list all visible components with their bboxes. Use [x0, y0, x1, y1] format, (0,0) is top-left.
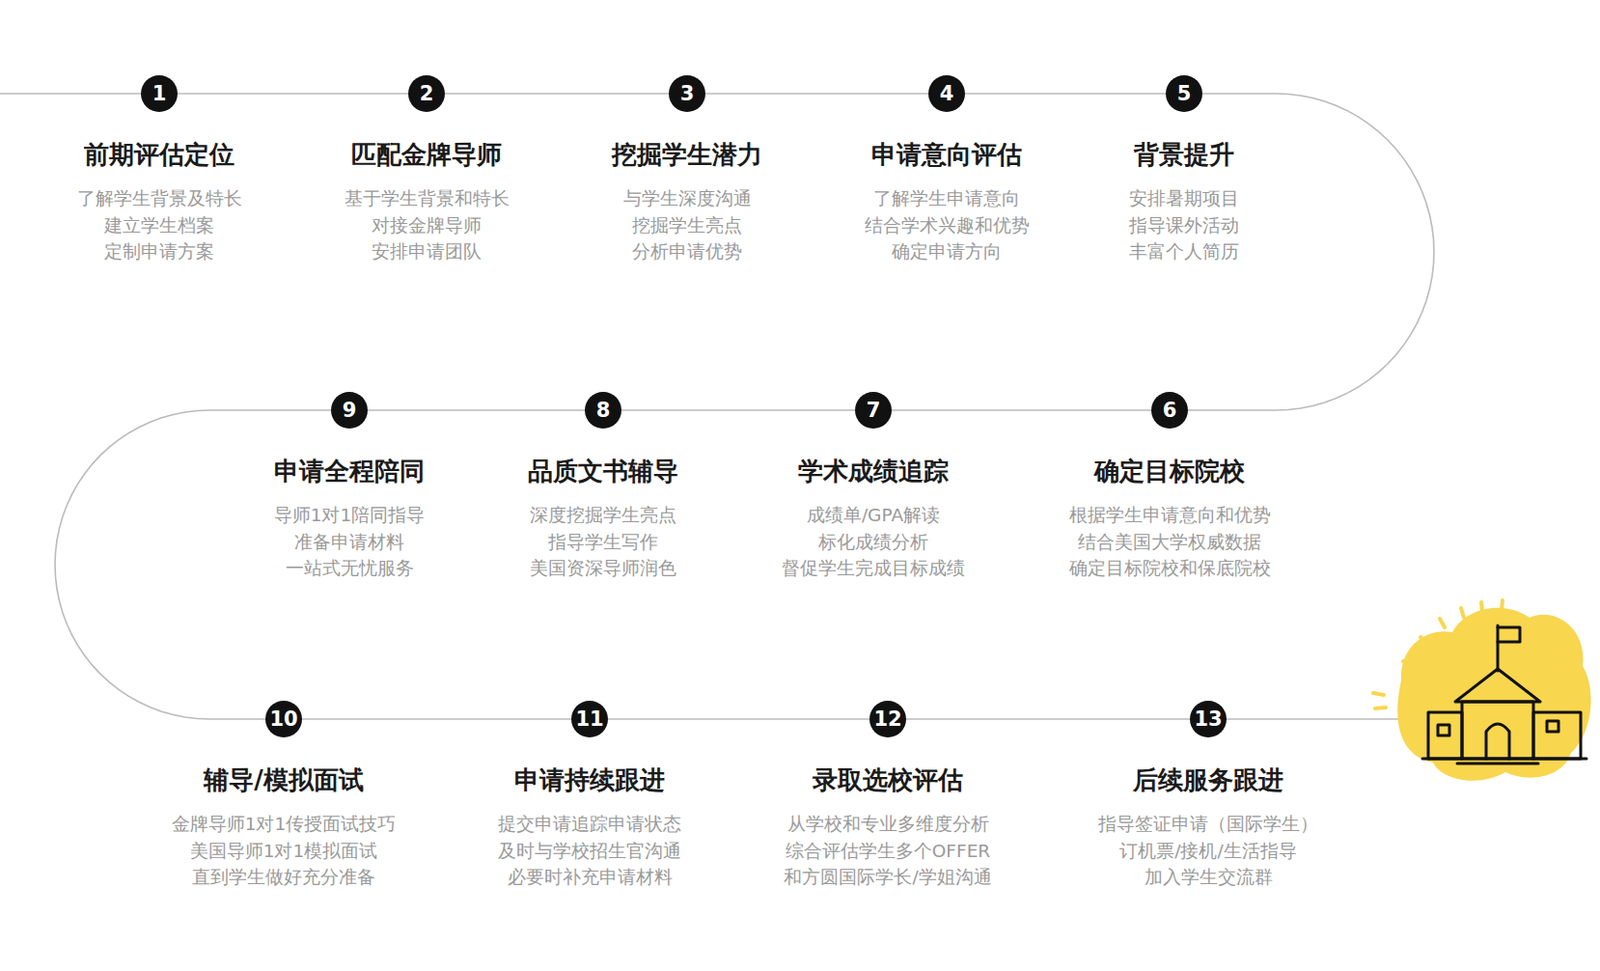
timeline-step: 5 背景提升安排暑期项目 指导课外活动 丰富个人简历 — [1020, 75, 1349, 266]
timeline-connector — [621, 409, 856, 412]
step-number: 12 — [869, 700, 907, 738]
step-number: 1 — [140, 75, 178, 112]
lead-out-line — [1226, 717, 1402, 720]
timeline-step: 8 品质文书辅导深度挖掘学生亮点 指导学生写作 美国资深导师润色 — [439, 391, 768, 582]
step-description: 深度挖掘学生亮点 指导学生写作 美国资深导师润色 — [448, 501, 758, 582]
school-illustration — [1373, 600, 1592, 781]
step-number: 13 — [1189, 700, 1227, 738]
step-description: 从学校和专业多维度分析 综合评估学生多个OFFER 和方圆国际学长/学姐沟通 — [733, 810, 1043, 891]
step-number: 7 — [855, 391, 892, 429]
timeline-step: 3 挖掘学生潜力与学生深度沟通 挖掘学生亮点 分析申请优势 — [523, 75, 852, 266]
step-description: 金牌导师1对1传授面试技巧 美国导师1对1模拟面试 直到学生做好充分准备 — [129, 810, 439, 891]
timeline-step: 6 确定目标院校根据学生申请意向和优势 结合美国大学权威数据 确定目标院校和保底院… — [1005, 391, 1334, 582]
step-heading: 匹配金牌导师 — [351, 138, 502, 170]
step-number: 2 — [408, 75, 445, 112]
step-heading: 学术成绩追踪 — [798, 455, 949, 487]
step-heading: 品质文书辅导 — [527, 455, 679, 487]
timeline-connector — [367, 409, 585, 412]
timeline-connector — [965, 92, 1166, 95]
step-number: 11 — [571, 700, 608, 738]
step-description: 提交申请追踪申请状态 及时与学校招生官沟通 必要时补充申请材料 — [435, 810, 745, 891]
timeline-step: 10 辅导/模拟面试金牌导师1对1传授面试技巧 美国导师1对1模拟面试 直到学生做… — [119, 700, 448, 891]
step-description: 导师1对1陪同指导 准备申请材料 一站式无忧服务 — [194, 501, 504, 582]
step-heading: 录取选校评估 — [812, 764, 964, 796]
step-description: 根据学生申请意向和优势 结合美国大学权威数据 确定目标院校和保底院校 — [1015, 501, 1325, 582]
timeline-step: 2 匹配金牌导师基于学生背景和特长 对接金牌导师 安排申请团队 — [262, 75, 591, 266]
timeline-step: 13 后续服务跟进指导签证申请（国际学生） 订机票/接机/生活指导 加入学生交流群 — [1044, 700, 1373, 891]
step-description: 了解学生申请意向 结合学术兴趣和优势 确定申请方向 — [792, 185, 1102, 266]
step-number: 3 — [668, 75, 706, 112]
step-number: 9 — [331, 391, 368, 429]
timeline-step: 9 申请全程陪同导师1对1陪同指导 准备申请材料 一站式无忧服务 — [185, 391, 514, 582]
step-number: 4 — [928, 75, 966, 112]
step-description: 基于学生背景和特长 对接金牌导师 安排申请团队 — [272, 185, 581, 266]
timeline-step: 1 前期评估定位了解学生背景及特长 建立学生档案 定制申请方案 — [0, 75, 324, 266]
timeline-step: 12 录取选校评估从学校和专业多维度分析 综合评估学生多个OFFER 和方圆国际学… — [723, 700, 1052, 891]
step-number: 5 — [1165, 75, 1203, 112]
step-heading: 申请意向评估 — [871, 138, 1022, 170]
timeline-connector — [891, 409, 1152, 412]
step-number: 10 — [265, 700, 303, 738]
step-number: 6 — [1151, 391, 1188, 429]
step-description: 安排暑期项目 指导课外活动 丰富个人简历 — [1029, 185, 1339, 266]
step-heading: 背景提升 — [1133, 138, 1235, 170]
step-heading: 确定目标院校 — [1094, 455, 1245, 487]
step-description: 了解学生背景及特长 建立学生档案 定制申请方案 — [4, 185, 314, 266]
timeline-step: 4 申请意向评估了解学生申请意向 结合学术兴趣和优势 确定申请方向 — [782, 75, 1111, 266]
step-heading: 挖掘学生潜力 — [611, 138, 763, 170]
lead-in-line — [0, 92, 141, 95]
timeline-connector — [302, 717, 572, 720]
step-description: 指导签证申请（国际学生） 订机票/接机/生活指导 加入学生交流群 — [1053, 810, 1363, 891]
timeline-step: 7 学术成绩追踪成绩单/GPA解读 标化成绩分析 督促学生完成目标成绩 — [709, 391, 1038, 582]
step-description: 成绩单/GPA解读 标化成绩分析 督促学生完成目标成绩 — [718, 501, 1028, 582]
timeline-connector — [906, 717, 1190, 720]
timeline-connector — [705, 92, 929, 95]
step-heading: 申请全程陪同 — [274, 455, 425, 487]
step-number: 8 — [584, 391, 622, 429]
step-heading: 后续服务跟进 — [1132, 764, 1284, 796]
step-heading: 申请持续跟进 — [514, 764, 665, 796]
timeline-step: 11 申请持续跟进提交申请追踪申请状态 及时与学校招生官沟通 必要时补充申请材料 — [425, 700, 754, 891]
step-heading: 辅导/模拟面试 — [203, 764, 364, 796]
timeline-connector — [444, 92, 669, 95]
timeline-connector — [177, 92, 409, 95]
timeline-connector — [607, 717, 870, 720]
step-description: 与学生深度沟通 挖掘学生亮点 分析申请优势 — [532, 185, 842, 266]
step-heading: 前期评估定位 — [83, 138, 235, 170]
